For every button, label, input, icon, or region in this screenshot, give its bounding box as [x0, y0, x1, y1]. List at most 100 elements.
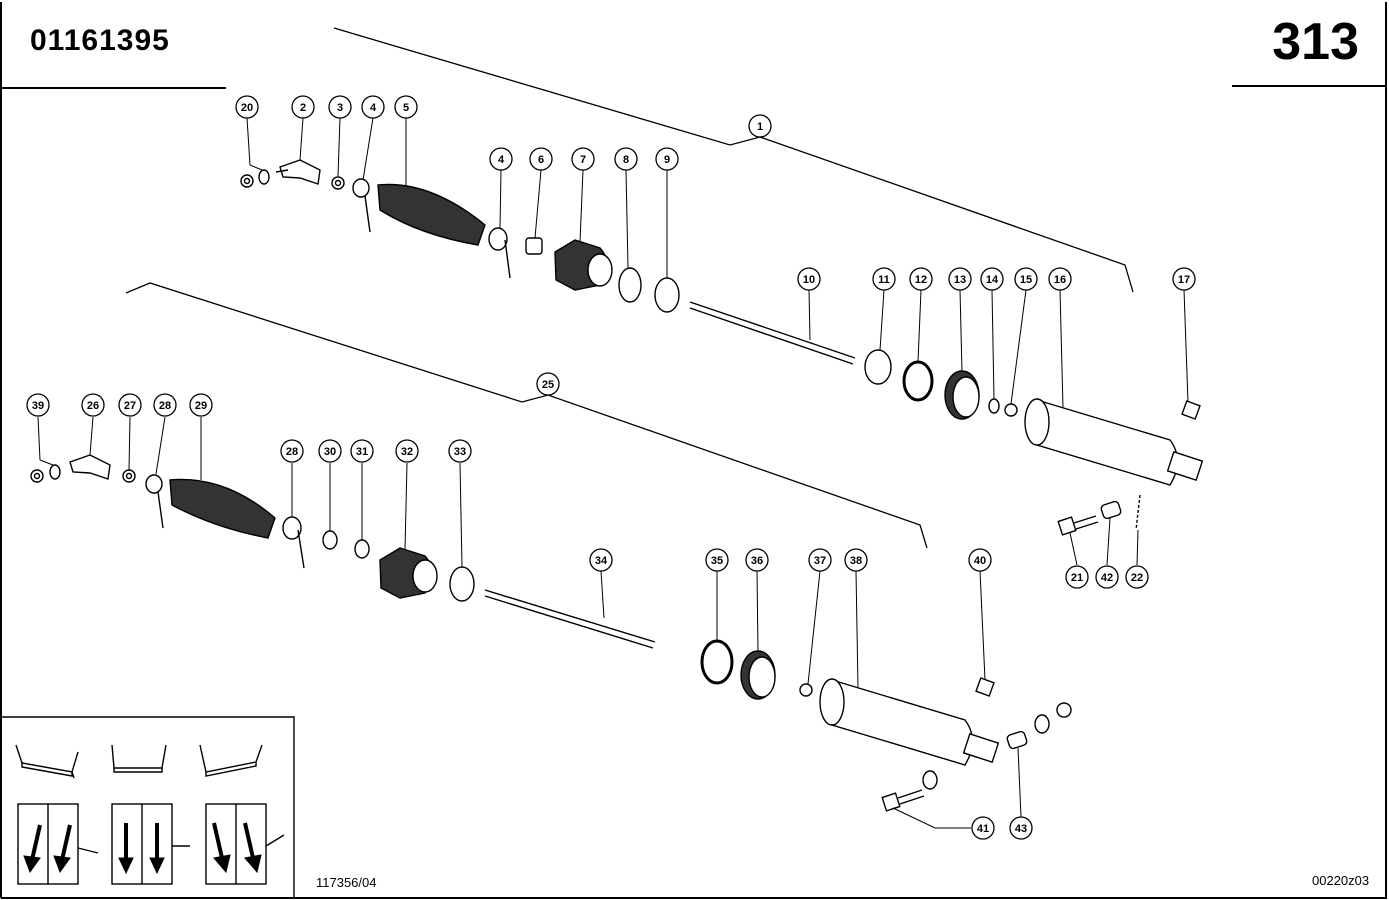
- callout-43: 43: [1009, 816, 1033, 840]
- callout-15: 15: [1014, 267, 1038, 291]
- svg-text:7: 7: [580, 154, 586, 166]
- svg-text:9: 9: [664, 154, 670, 166]
- callout-16: 16: [1048, 267, 1072, 291]
- svg-text:1: 1: [757, 121, 763, 133]
- trough-sketch-1: [15, 744, 79, 779]
- svg-text:20: 20: [241, 102, 253, 114]
- svg-text:33: 33: [454, 446, 466, 458]
- callout-13: 13: [948, 267, 972, 291]
- arrow-box-1: [17, 803, 99, 885]
- svg-text:35: 35: [711, 555, 723, 567]
- callout-5: 5: [394, 95, 418, 119]
- trough-sketch-3: [199, 744, 263, 777]
- callout-29: 29: [189, 393, 213, 417]
- svg-text:25: 25: [542, 379, 554, 391]
- image-code: 00220z03: [1312, 873, 1370, 888]
- callout-27: 27: [118, 393, 142, 417]
- lower-parts: [30, 454, 1072, 812]
- svg-text:42: 42: [1101, 572, 1113, 584]
- callout-40: 40: [968, 548, 992, 572]
- svg-text:26: 26: [87, 400, 99, 412]
- drawing-reference: 117356/04: [316, 875, 377, 890]
- part-number: 01161395: [30, 24, 170, 57]
- callout-4b: 4: [489, 147, 513, 171]
- callout-9: 9: [655, 147, 679, 171]
- callout-4: 4: [361, 95, 385, 119]
- svg-text:22: 22: [1131, 572, 1143, 584]
- callout-11: 11: [872, 267, 896, 291]
- callout-10: 10: [797, 267, 821, 291]
- svg-text:3: 3: [337, 102, 343, 114]
- callout-17: 17: [1172, 267, 1196, 291]
- callout-12: 12: [909, 267, 933, 291]
- callout-14: 14: [980, 267, 1004, 291]
- svg-text:37: 37: [814, 555, 826, 567]
- svg-text:28: 28: [159, 400, 171, 412]
- svg-text:15: 15: [1020, 274, 1032, 286]
- callout-6: 6: [529, 147, 553, 171]
- trough-sketch-2: [111, 744, 167, 773]
- upper-parts: [240, 159, 1204, 536]
- svg-text:10: 10: [803, 274, 815, 286]
- callout-28: 28: [153, 393, 177, 417]
- svg-text:27: 27: [124, 400, 136, 412]
- callout-3: 3: [328, 95, 352, 119]
- page-number: 313: [1272, 13, 1359, 71]
- callout-31: 31: [350, 439, 374, 463]
- callout-8: 8: [614, 147, 638, 171]
- callout-37: 37: [808, 548, 832, 572]
- svg-text:43: 43: [1015, 823, 1027, 835]
- svg-text:5: 5: [403, 102, 409, 114]
- callout-38: 38: [844, 548, 868, 572]
- leader-lines: [37, 117, 1189, 829]
- callout-20: 20: [235, 95, 259, 119]
- direction-arrows: [23, 822, 262, 875]
- arrow-box-3: [205, 803, 285, 885]
- svg-text:16: 16: [1054, 274, 1066, 286]
- svg-text:14: 14: [986, 274, 999, 286]
- orientation-legend: [2, 716, 295, 898]
- svg-text:17: 17: [1178, 274, 1190, 286]
- callout-34: 34: [589, 548, 613, 572]
- svg-text:13: 13: [954, 274, 966, 286]
- callout-30: 30: [318, 439, 342, 463]
- callout-33: 33: [448, 439, 472, 463]
- svg-text:28: 28: [286, 446, 298, 458]
- svg-text:4: 4: [498, 154, 505, 166]
- callout-1: 1: [748, 114, 772, 138]
- svg-text:40: 40: [974, 555, 986, 567]
- arrow-box-2: [111, 803, 190, 885]
- svg-text:4: 4: [370, 102, 377, 114]
- callout-balloons: 20 2 3 4 5 4 6 7 8 9 1 10 11 12 13 14 15…: [26, 95, 1196, 840]
- svg-text:36: 36: [751, 555, 763, 567]
- callout-32: 32: [395, 439, 419, 463]
- svg-text:6: 6: [538, 154, 544, 166]
- svg-text:11: 11: [878, 274, 890, 286]
- callout-22: 22: [1125, 565, 1149, 589]
- svg-text:2: 2: [300, 102, 306, 114]
- assembly-25-bracket: [125, 282, 928, 549]
- callout-39: 39: [26, 393, 50, 417]
- svg-text:32: 32: [401, 446, 413, 458]
- callout-42: 42: [1095, 565, 1119, 589]
- assembly-1-bracket: [333, 27, 1134, 293]
- svg-text:34: 34: [595, 555, 608, 567]
- callout-28b: 28: [280, 439, 304, 463]
- callout-7: 7: [571, 147, 595, 171]
- svg-text:38: 38: [850, 555, 862, 567]
- svg-text:21: 21: [1071, 572, 1083, 584]
- svg-text:8: 8: [623, 154, 629, 166]
- svg-text:30: 30: [324, 446, 336, 458]
- callout-25: 25: [536, 372, 560, 396]
- callout-26: 26: [81, 393, 105, 417]
- callout-21: 21: [1065, 565, 1089, 589]
- callout-41: 41: [971, 816, 995, 840]
- svg-text:31: 31: [356, 446, 368, 458]
- svg-text:41: 41: [977, 823, 989, 835]
- callout-35: 35: [705, 548, 729, 572]
- svg-text:29: 29: [195, 400, 207, 412]
- callout-2: 2: [291, 95, 315, 119]
